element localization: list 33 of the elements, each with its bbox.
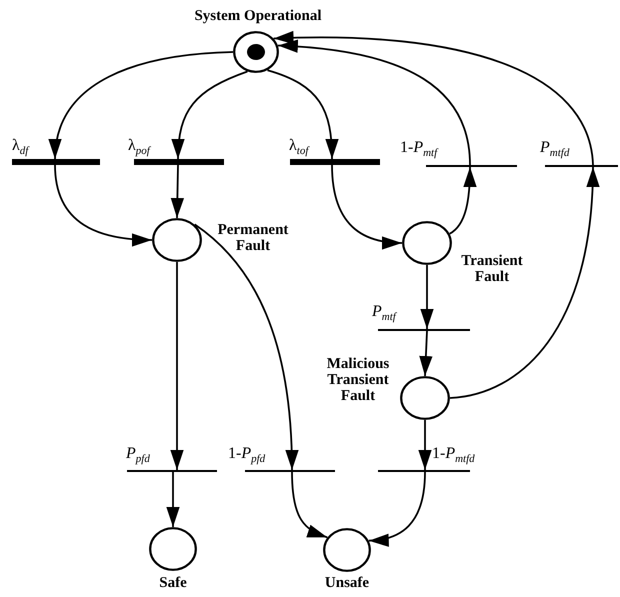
place-label: Malicious Transient Fault — [326, 356, 390, 404]
transition-label: P$_{mtf}$ — [372, 304, 396, 326]
arc-arrow — [170, 262, 184, 470]
arc-arrow — [419, 330, 433, 376]
arc-arrow — [291, 472, 328, 538]
arc-arrow — [50, 51, 234, 160]
transition-label: 1-P$_{mtf}$ — [400, 140, 438, 162]
arc-arrow — [449, 167, 476, 234]
transition-label: 1-P$_{pfd}$ — [228, 446, 266, 468]
arc-arrow — [274, 31, 594, 166]
arc-arrow — [450, 166, 599, 399]
arc-arrow — [267, 69, 338, 160]
arc-arrow — [170, 164, 184, 218]
transition-label: λ$_{pof}$ — [128, 138, 150, 160]
arc-arrow — [172, 70, 248, 160]
place-label: Unsafe — [324, 575, 370, 591]
transition-label: 1-P$_{mtfd}$ — [432, 446, 475, 468]
place-label: Permanent Fault — [216, 222, 290, 254]
arc-arrow — [194, 224, 298, 470]
arc-arrow — [166, 472, 180, 527]
arc-arrow — [54, 164, 152, 246]
place-label: Safe — [158, 575, 188, 591]
arc-arrow — [278, 40, 471, 166]
transition-label: P$_{pfd}$ — [126, 446, 150, 468]
transition-label: λ$_{tof}$ — [289, 138, 308, 160]
transition-label: P$_{mtfd}$ — [540, 140, 570, 162]
transition-label: λ$_{df}$ — [12, 138, 28, 160]
place-label: Transient Fault — [460, 253, 524, 285]
place-label: System Operational — [193, 8, 323, 24]
arc-arrow — [368, 472, 426, 546]
arc-arrow — [331, 164, 402, 250]
arc-arrow — [420, 265, 434, 329]
arc-arrow — [418, 420, 432, 470]
